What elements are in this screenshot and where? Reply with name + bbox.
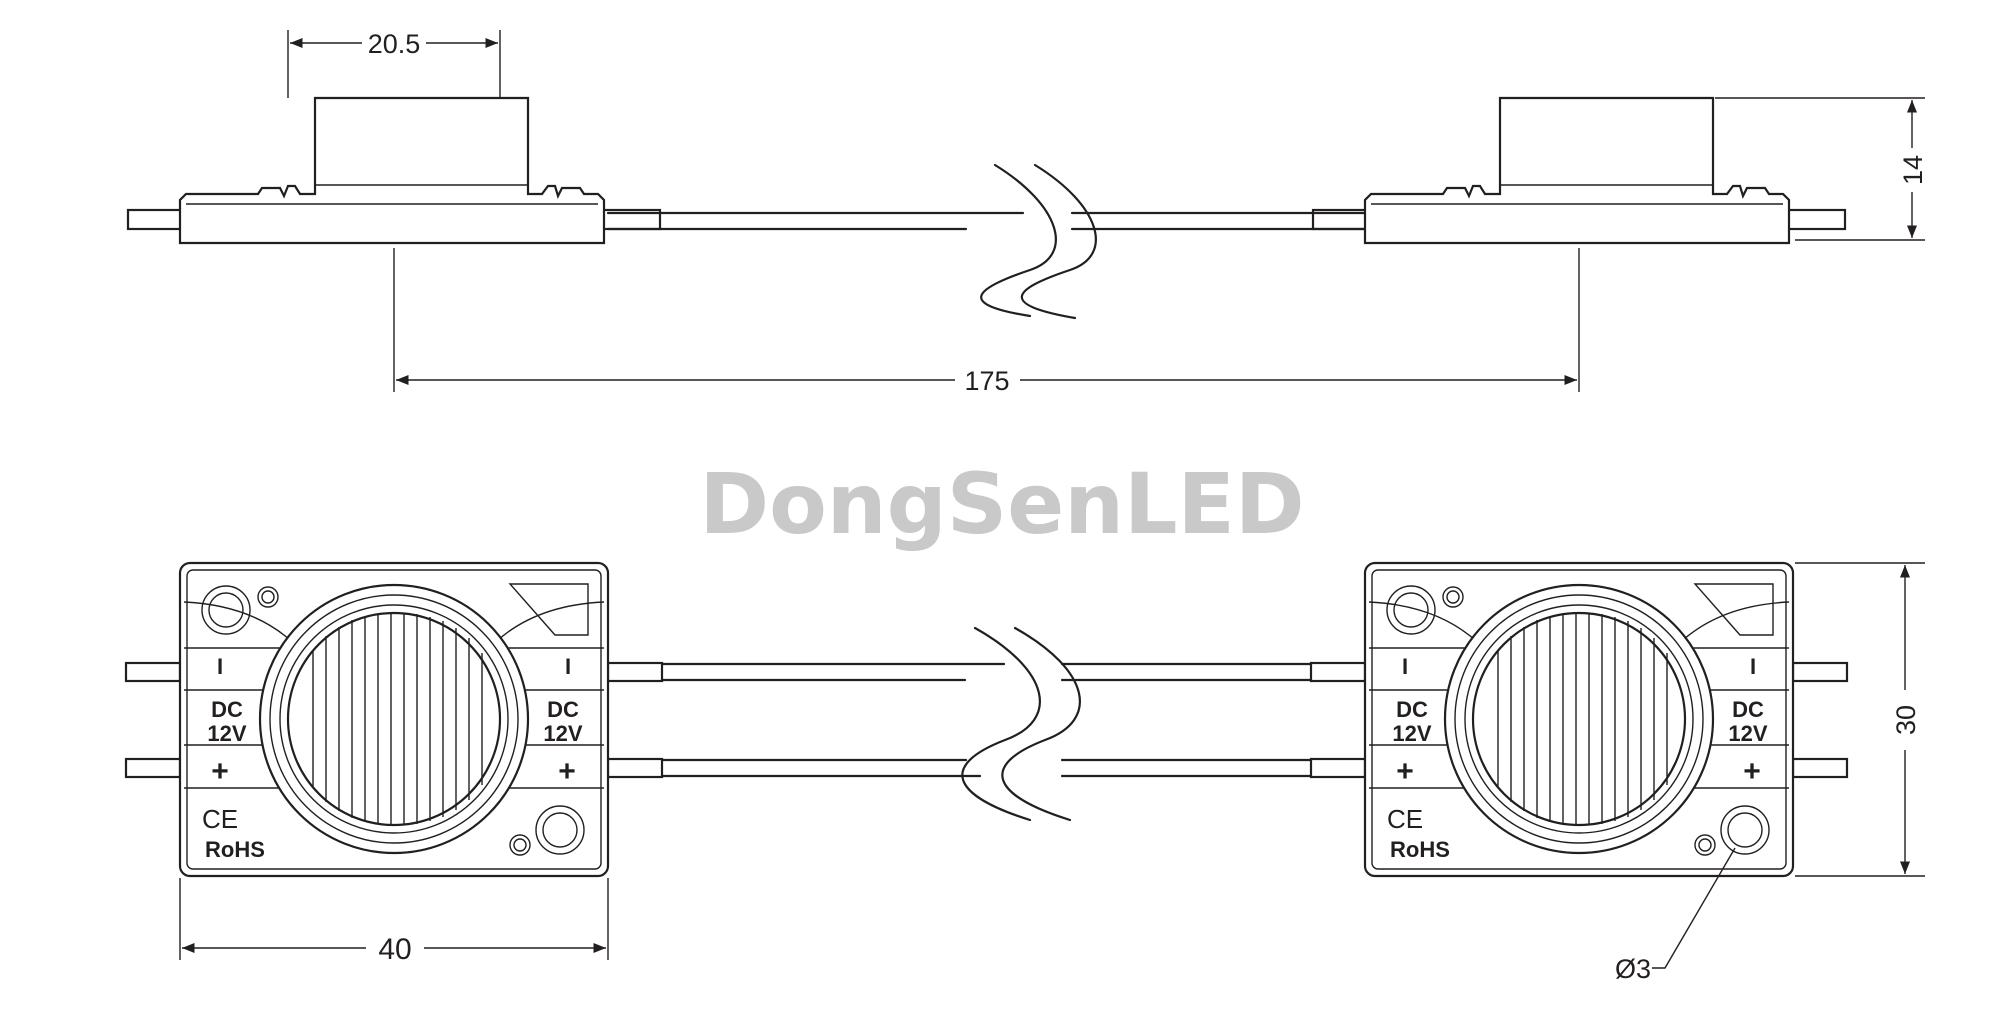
side-cable [606, 163, 1367, 320]
right-module-marks: I I DC 12V DC 12V + + CE RoHS [1387, 654, 1768, 862]
dim-hole-diameter: Ø3 [1615, 847, 1736, 984]
watermark-logo: DongSenLED [699, 455, 1304, 553]
plus-mark: + [211, 755, 229, 788]
dim-module-width-label: 40 [378, 933, 411, 966]
minus-mark: I [1402, 654, 1408, 679]
dim-height-label: 14 [1898, 155, 1928, 185]
left-module-marks: I I DC 12V DC 12V + + CE RoHS [202, 654, 583, 862]
voltage-label-line2: 12V [543, 721, 582, 746]
dim-pitch: 175 [393, 248, 1580, 396]
voltage-label-line1: DC [1732, 697, 1764, 722]
side-view [126, 96, 1847, 320]
voltage-label-line1: DC [211, 697, 243, 722]
plus-mark: + [1396, 755, 1414, 788]
dim-pitch-label: 175 [964, 366, 1009, 396]
dim-module-width: 40 [179, 878, 609, 966]
dim-hole-diameter-label: Ø3 [1615, 954, 1651, 984]
dim-height: 14 [1715, 97, 1928, 241]
top-cable [608, 626, 1367, 822]
rohs-mark: RoHS [205, 837, 265, 862]
dim-lens-width: 20.5 [287, 29, 501, 98]
ce-mark: CE [1387, 804, 1423, 834]
dim-module-height: 30 [1795, 562, 1925, 877]
side-module-right [1311, 96, 1847, 245]
rohs-mark: RoHS [1390, 837, 1450, 862]
voltage-label-line1: DC [1396, 697, 1428, 722]
voltage-label-line2: 12V [1728, 721, 1767, 746]
dim-module-height-label: 30 [1891, 705, 1921, 735]
minus-mark: I [217, 654, 223, 679]
voltage-label-line2: 12V [207, 721, 246, 746]
top-view: I I DC 12V DC 12V + + CE RoHS I I DC 12V… [124, 561, 1849, 878]
voltage-label-line2: 12V [1392, 721, 1431, 746]
minus-mark: I [565, 654, 571, 679]
plus-mark: + [1743, 755, 1761, 788]
voltage-label-line1: DC [547, 697, 579, 722]
dim-lens-width-label: 20.5 [368, 29, 421, 59]
ce-mark: CE [202, 804, 238, 834]
minus-mark: I [1750, 654, 1756, 679]
plus-mark: + [558, 755, 576, 788]
side-module-left [126, 96, 662, 245]
